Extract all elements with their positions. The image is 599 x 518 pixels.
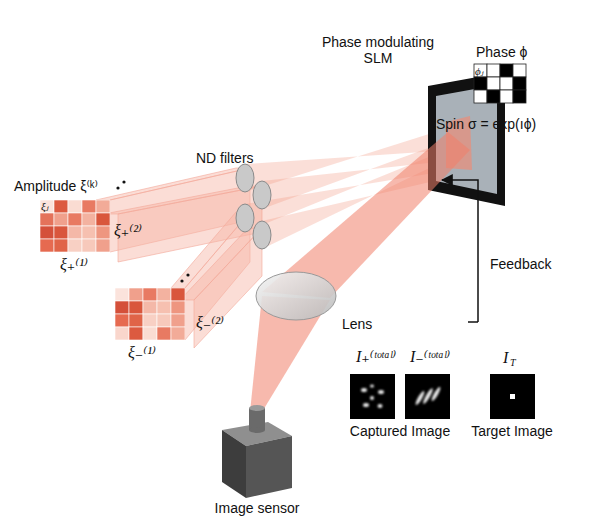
amplitude-cell xyxy=(171,301,185,314)
phase-cell xyxy=(513,64,526,77)
amplitude-cell xyxy=(82,200,96,213)
lens xyxy=(256,272,336,320)
amplitude-grid xyxy=(115,288,185,340)
amplitude-cell xyxy=(82,226,96,239)
symbol-label: I xyxy=(503,349,508,367)
phase-cell xyxy=(500,64,513,77)
amplitude-cell xyxy=(115,314,129,327)
amplitude-cell xyxy=(96,239,110,252)
amplitude-cell xyxy=(157,327,171,340)
phase-cell xyxy=(500,77,513,90)
image-sensor xyxy=(222,405,292,498)
amplitude-cell xyxy=(96,226,110,239)
amplitude-cell xyxy=(54,226,68,239)
caption-label: Target Image xyxy=(471,423,553,439)
phase-cell xyxy=(487,90,500,103)
amplitude-cell xyxy=(82,239,96,252)
amplitude-cell xyxy=(143,301,157,314)
symbol-label: T xyxy=(510,357,516,369)
phase-cell xyxy=(487,64,500,77)
amplitude-cell xyxy=(68,213,82,226)
symbol-label: ξ₊⁽²⁾ xyxy=(114,222,142,240)
amplitude-cell xyxy=(96,213,110,226)
caption-label: Captured Image xyxy=(350,423,450,439)
amplitude-cell xyxy=(143,288,157,301)
amplitude-cell xyxy=(68,239,82,252)
amplitude-cell xyxy=(40,200,54,213)
amplitude-cell xyxy=(40,226,54,239)
phase-cell xyxy=(513,90,526,103)
slm xyxy=(428,72,505,206)
symbol-label: ξ₋⁽²⁾ xyxy=(196,314,224,332)
amplitude-cell xyxy=(54,213,68,226)
phase-cell xyxy=(474,64,487,77)
component-label: Feedback xyxy=(490,256,551,272)
nd-filters xyxy=(236,164,271,249)
formula-label: Spin σ = exp(ıϕ) xyxy=(436,116,536,132)
amplitude-cell xyxy=(68,226,82,239)
output-beam xyxy=(250,132,470,412)
amplitude-cell xyxy=(40,239,54,252)
amplitude-cell xyxy=(129,327,143,340)
phase-cell xyxy=(474,77,487,90)
phase-cell xyxy=(500,90,513,103)
component-label: Phase ϕ xyxy=(476,44,527,60)
amplitude-cell xyxy=(157,288,171,301)
feedback-arrow xyxy=(442,180,478,322)
symbol-label: I₋⁽ᵗᵒᵗᵃˡ⁾ xyxy=(410,348,450,366)
amplitude-cell xyxy=(40,213,54,226)
cell-label: ξⱼ xyxy=(41,200,49,213)
amplitude-cell xyxy=(82,213,96,226)
target-image xyxy=(490,374,535,419)
amplitude-cell xyxy=(54,239,68,252)
captured-images xyxy=(350,374,450,419)
phase-cell xyxy=(487,77,500,90)
amplitude-cell xyxy=(115,301,129,314)
phase-cell xyxy=(513,77,526,90)
amplitude-grid xyxy=(40,200,110,252)
component-label: Lens xyxy=(342,316,372,332)
component-label: Phase modulating SLM xyxy=(318,34,438,66)
symbol-label: I₊⁽ᵗᵒᵗᵃˡ⁾ xyxy=(356,348,396,366)
amplitude-cell xyxy=(171,288,185,301)
amplitude-cell xyxy=(115,288,129,301)
symbol-label: ξ₊⁽¹⁾ xyxy=(60,256,88,274)
component-label: ND filters xyxy=(196,150,254,166)
amplitude-cell xyxy=(115,327,129,340)
amplitude-cell xyxy=(54,200,68,213)
amplitude-cell xyxy=(171,314,185,327)
amplitude-cell xyxy=(143,327,157,340)
amplitude-cell xyxy=(129,301,143,314)
symbol-label: ξ₋⁽¹⁾ xyxy=(128,344,156,362)
component-label: Amplitude ξ⁽ᵏ⁾ xyxy=(14,178,98,194)
amplitude-cell xyxy=(68,200,82,213)
amplitude-cell xyxy=(157,301,171,314)
phase-grid xyxy=(474,64,526,103)
component-label: Image sensor xyxy=(215,500,300,516)
input-beams xyxy=(96,168,262,348)
amplitude-cell xyxy=(129,314,143,327)
amplitude-cell xyxy=(157,314,171,327)
cell-label: ϕⱼ xyxy=(475,65,484,78)
amplitude-cell xyxy=(96,200,110,213)
phase-cell xyxy=(474,90,487,103)
amplitude-cell xyxy=(129,288,143,301)
amplitude-cell xyxy=(171,327,185,340)
amplitude-cell xyxy=(143,314,157,327)
